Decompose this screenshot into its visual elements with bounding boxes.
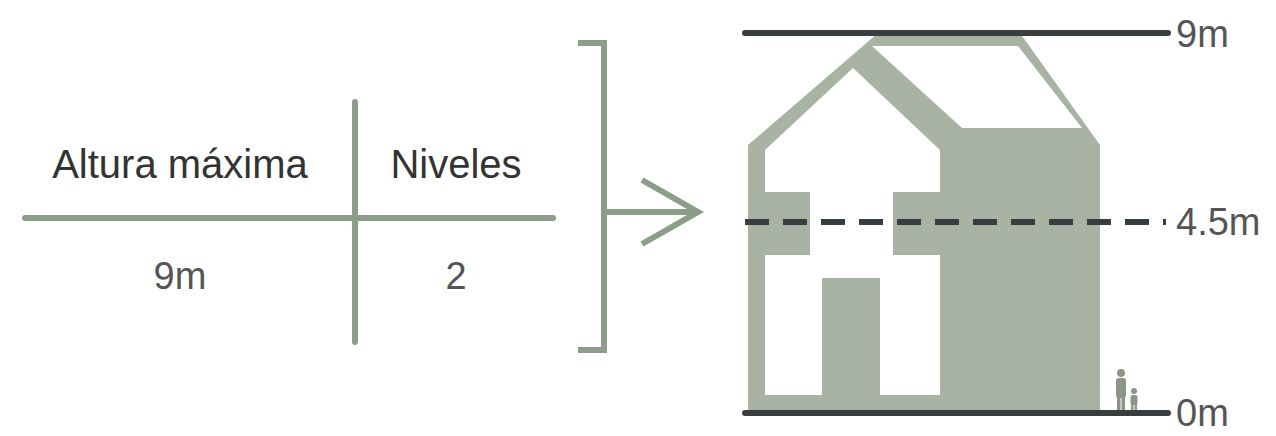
height-dimension: 0m (1176, 394, 1229, 432)
ground-line (745, 410, 1168, 416)
bracket (578, 43, 604, 350)
height-dimension: 4.5m (1176, 203, 1260, 241)
arrow-head (642, 180, 698, 244)
arrow-shaft (604, 209, 696, 215)
column-header: Altura máxima (52, 144, 308, 184)
door (822, 278, 880, 415)
table-value: 9m (154, 257, 207, 295)
table-rule (25, 215, 553, 221)
table-value: 2 (445, 257, 466, 295)
max-height-line (745, 30, 1168, 36)
upper-window (765, 68, 940, 192)
height-dimension: 9m (1176, 15, 1229, 53)
table-divider (352, 102, 358, 342)
people-figure (1116, 369, 1138, 412)
column-header: Niveles (390, 144, 521, 184)
mid-height-line (745, 219, 1166, 225)
roof-window (872, 46, 1082, 128)
